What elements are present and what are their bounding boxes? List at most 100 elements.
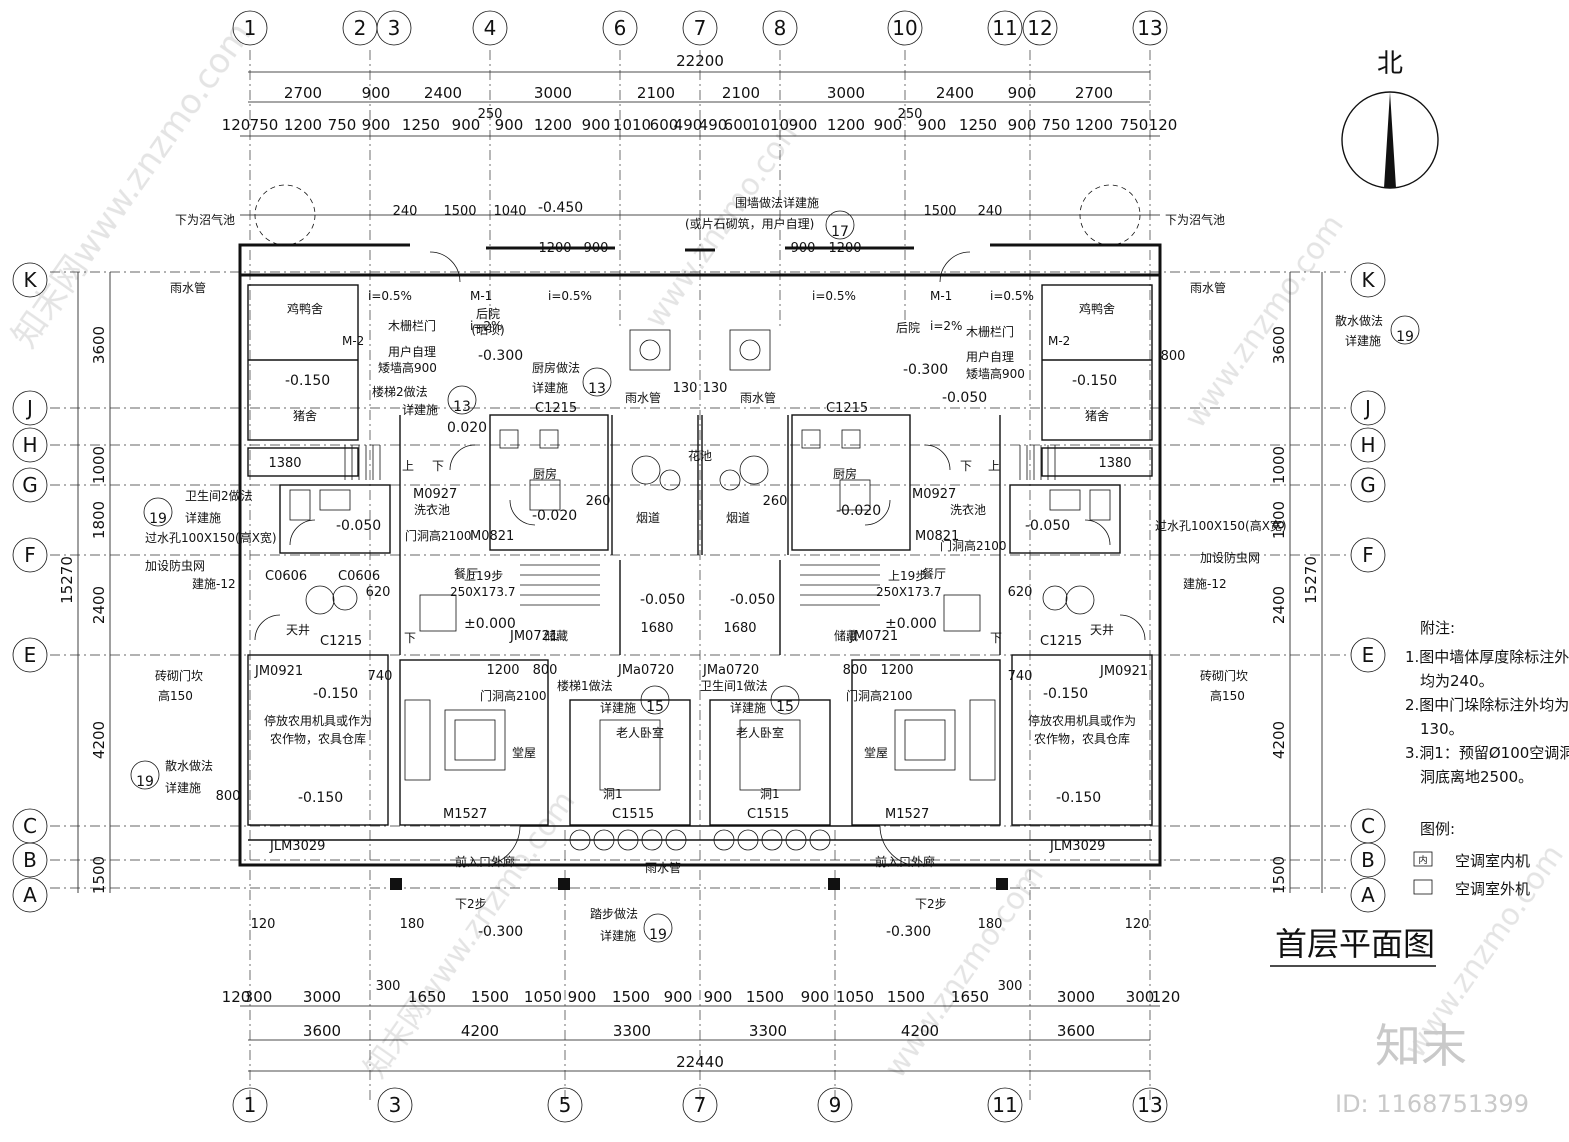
tag-door: M0927 <box>413 487 457 502</box>
dim-left: 1000 <box>90 446 108 484</box>
label-rain-pipe-left: 雨水管 <box>170 280 206 295</box>
dim-top-row2: 900 <box>452 116 481 134</box>
grid-label-top: 3 <box>388 16 401 40</box>
tag-door: M1527 <box>885 807 929 822</box>
interior-walls <box>240 284 1160 866</box>
room-farm-right-2: 农作物，农具仓库 <box>1034 731 1130 746</box>
watermark-logo: 知末 <box>1375 1019 1467 1073</box>
dim-top-row2: 900 <box>789 116 818 134</box>
label-up-left: 上 <box>402 459 414 473</box>
annotations: 下为沼气池 下为沼气池 围墙做法详建施 (或片石砌筑，用户自理) 雨水管 雨水管… <box>145 195 1383 943</box>
label-kitchen-method: 厨房做法 <box>532 360 580 375</box>
tag-window: C1515 <box>612 807 654 822</box>
grid-label-right: J <box>1363 396 1371 420</box>
tag-door: M0821 <box>915 529 959 544</box>
dim-misc: 1680 <box>640 621 673 636</box>
label-kitchen-detail: 详建施 <box>532 380 568 395</box>
grid-label-top: 8 <box>774 16 787 40</box>
tag-door: C1215 <box>826 401 868 416</box>
label-slope2-right: i=2% <box>930 319 962 333</box>
dim-misc: 900 <box>791 241 816 256</box>
room-elder-right: 老人卧室 <box>736 725 784 740</box>
level: -0.020 <box>532 508 577 524</box>
label-m1-right: M-1 <box>930 289 952 303</box>
grid-label-left: A <box>23 883 37 907</box>
svg-text:www.znzmo.com: www.znzmo.com <box>878 858 1051 1084</box>
dim-misc: 180 <box>400 917 425 932</box>
tag-door: JM0921 <box>1099 664 1148 679</box>
label-down-left: 下 <box>432 459 444 473</box>
dim-misc: 1200 <box>486 663 519 678</box>
label-weep-left: 过水孔100X150(高X宽) <box>145 530 277 545</box>
level: -0.050 <box>1025 518 1070 534</box>
dim-bottom-row2: 300 <box>1126 988 1155 1006</box>
label-rain-pipe-front: 雨水管 <box>645 860 681 875</box>
dim-top-row1: 2100 <box>722 84 760 102</box>
dim-misc: 800 <box>533 663 558 678</box>
label-apron-left-detail: 详建施 <box>165 780 201 795</box>
grid-label-bottom: 3 <box>389 1093 402 1117</box>
dims-sides: 15270 3600 1000 1800 2400 4200 1500 1527… <box>58 326 1320 894</box>
label-insect-right: 加设防虫网 <box>1200 550 1260 565</box>
note-line: 洞底离地2500。 <box>1420 768 1533 786</box>
dim-left: 4200 <box>90 721 108 759</box>
level: -0.150 <box>298 790 343 806</box>
label-door-hole-right: 门洞高2100 <box>940 538 1007 553</box>
room-storage-right: 储藏 <box>834 628 858 643</box>
label-m2-left: M-2 <box>342 334 364 348</box>
dim-bottom-row2: 900 <box>664 988 693 1006</box>
dim-misc: 120 <box>1125 917 1150 932</box>
room-courtyard-left: 天井 <box>286 623 310 637</box>
grid-label-right: K <box>1361 268 1375 292</box>
dim-right: 3600 <box>1270 326 1288 364</box>
dim-misc: 1200 <box>538 241 571 256</box>
dim-bottom-row2: 3000 <box>303 988 341 1006</box>
dim-bottom-row2: 1650 <box>951 988 989 1006</box>
room-flue-left: 烟道 <box>636 511 660 525</box>
dim-top-row2: 900 <box>874 116 903 134</box>
dim-bottom-row2: 1650 <box>408 988 446 1006</box>
grid-label-top: 1 <box>244 16 257 40</box>
detail-ref: 15 <box>776 699 794 715</box>
label-fence-wall: 围墙做法详建施 <box>735 195 819 210</box>
room-chicken-duck-left: 鸡鸭舍 <box>287 301 323 316</box>
dim-misc: 740 <box>368 669 393 684</box>
svg-text:知末网www.znzmo.com: 知末网www.znzmo.com <box>5 15 260 355</box>
dim-top-row1: 2700 <box>284 84 322 102</box>
dim-top-row2: 900 <box>582 116 611 134</box>
detail-ref: 13 <box>453 399 471 415</box>
label-step-detail: 详建施 <box>600 928 636 943</box>
svg-text:www.znzmo.com: www.znzmo.com <box>1178 208 1351 434</box>
drawing-title: 首层平面图 <box>1275 925 1435 963</box>
dim-misc: 1380 <box>268 456 301 471</box>
tag-door: JM0721 <box>509 629 558 644</box>
dim-top-row2: 750 <box>328 116 357 134</box>
dim-misc: 250 <box>478 107 503 122</box>
label-steps-right: 上19步 <box>888 569 927 583</box>
dim-bottom-row1: 3300 <box>613 1022 651 1040</box>
label-door-hole-left: 门洞高2100 <box>405 528 472 543</box>
dim-left: 1500 <box>90 856 108 894</box>
dim-top-row2: 1200 <box>1075 116 1113 134</box>
level: -0.150 <box>285 373 330 389</box>
tag-door: JMa0720 <box>702 663 759 678</box>
stairs <box>344 445 1056 606</box>
label-slope2-left: i=2% <box>470 319 502 333</box>
dim-bottom-row2: 1050 <box>836 988 874 1006</box>
note-line: 3.洞1：预留Ø100空调洞 <box>1405 744 1569 762</box>
tag-window: C1215 <box>1040 634 1082 649</box>
dim-top-row2: 750 <box>1120 116 1149 134</box>
label-slope-c: i=0.5% <box>812 289 856 303</box>
dim-bottom-row1: 3300 <box>749 1022 787 1040</box>
grid-label-right: F <box>1362 543 1374 567</box>
room-pig-right: 猪舍 <box>1085 408 1109 423</box>
room-porch-right: 前入口外廊 <box>875 854 935 869</box>
columns <box>390 878 1008 890</box>
dim-misc: 130 <box>673 381 698 396</box>
label-slope-a: i=0.5% <box>368 289 412 303</box>
dim-misc: 240 <box>393 204 418 219</box>
level: -0.150 <box>1072 373 1117 389</box>
level: -0.150 <box>313 686 358 702</box>
dim-total-bottom: 22440 <box>676 1053 724 1071</box>
